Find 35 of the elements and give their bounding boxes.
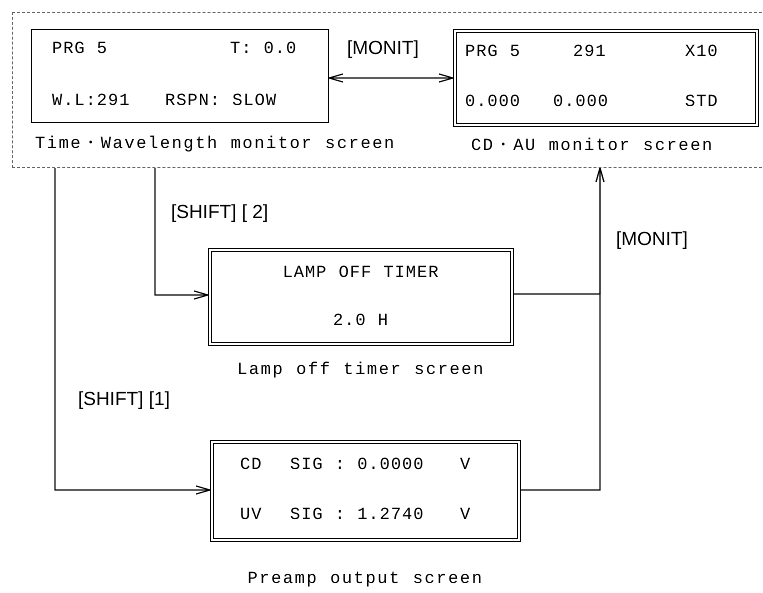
screen-caption: Time・Wavelength monitor screen <box>35 135 396 155</box>
screen-text: RSPN: SLOW <box>165 92 278 112</box>
screen-caption: Preamp output screen <box>247 570 484 590</box>
screen-text: 0.000 <box>553 93 610 113</box>
screen-text: 0.000 <box>465 93 522 113</box>
edge-label: [MONIT] <box>346 38 420 60</box>
arrow <box>328 73 454 83</box>
screen-group-frame <box>12 12 763 168</box>
screen-text: SIG : 1.2740 <box>290 506 424 526</box>
screen-caption: Lamp off timer screen <box>237 361 485 381</box>
screen-text: CD <box>240 456 262 476</box>
screen-text: STD <box>685 93 719 113</box>
screen-text: T: 0.0 <box>230 40 298 60</box>
screen-text: W.L:291 <box>52 92 130 112</box>
screen-text: SIG : 0.0000 <box>290 456 424 476</box>
lcd-screen <box>31 29 329 123</box>
screen-text: PRG 5 <box>465 43 522 63</box>
screen-caption: CD・AU monitor screen <box>471 137 714 157</box>
arrow <box>521 167 605 491</box>
lcd-screen <box>208 248 514 346</box>
screen-text: V <box>460 456 472 476</box>
arrow <box>54 168 211 495</box>
screen-text: PRG 5 <box>52 40 108 60</box>
screen-text: LAMP OFF TIMER <box>282 264 440 284</box>
edge-label: [SHIFT] [ 2] <box>170 202 270 224</box>
screen-text: 2.0 H <box>332 312 390 332</box>
edge-label: [MONIT] <box>615 229 689 251</box>
lcd-screen <box>453 29 759 127</box>
screen-text: V <box>460 506 472 526</box>
arrow <box>154 168 209 300</box>
screen-text: 291 <box>573 43 607 63</box>
lcd-screen <box>210 440 521 542</box>
screen-text: UV <box>240 506 262 526</box>
screen-text: X10 <box>685 43 719 63</box>
edge-label: [SHIFT] [1] <box>77 389 171 411</box>
